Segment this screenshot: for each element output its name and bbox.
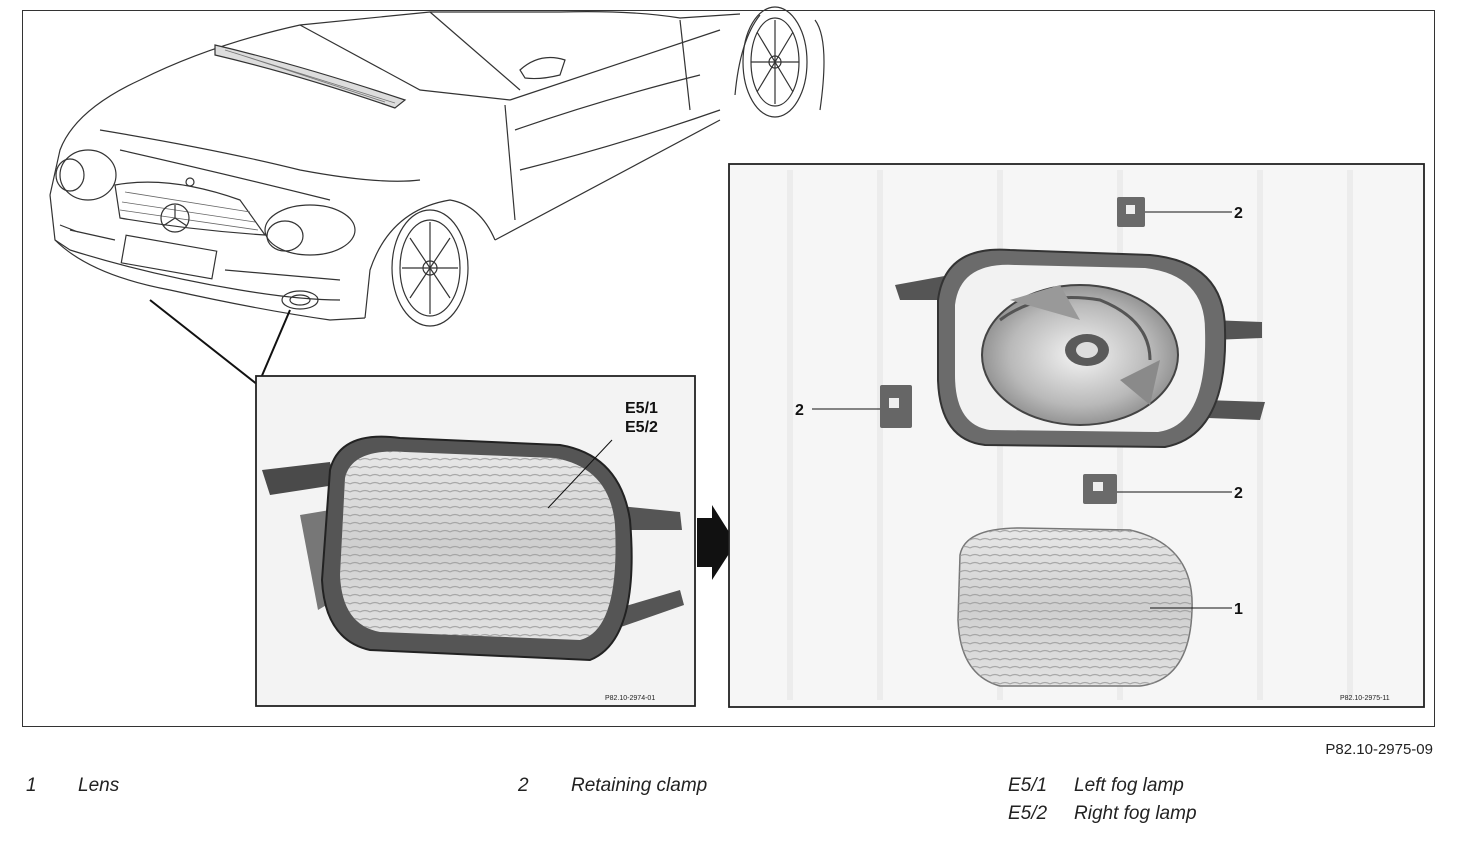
callout-lens: 1 (1234, 601, 1243, 618)
callout-clamp-left: 2 (795, 402, 804, 419)
legend-text: Right fog lamp (1074, 803, 1197, 824)
drawing-number: P82.10-2975-09 (1325, 741, 1433, 758)
callout-clamp-middle: 2 (1234, 485, 1243, 502)
left-inset-photo: E5/1 E5/2 P82.10-2974-01 (255, 375, 696, 707)
legend-key: E5/1 (1008, 775, 1048, 796)
retaining-clamp (1083, 474, 1117, 504)
callout-clamp-top: 2 (1234, 205, 1243, 222)
right-photo-code: P82.10-2975-11 (1340, 695, 1390, 702)
retaining-clamp (880, 385, 912, 428)
left-photo-code: P82.10-2974-01 (605, 695, 655, 702)
legend-text: Lens (78, 775, 120, 796)
legend-key: E5/2 (1008, 803, 1048, 824)
car-line-drawing (49, 6, 825, 327)
arrow-right-icon (697, 505, 736, 580)
callout-e5-1: E5/1 (625, 400, 658, 417)
legend-key: 2 (518, 775, 529, 796)
legend-item: E5/2 Right fog lamp (1008, 803, 1197, 825)
legend-item: 1 Lens (26, 775, 119, 797)
lens-component (957, 527, 1193, 687)
legend-item: E5/1 Left fog lamp (1008, 775, 1184, 797)
legend-item: 2 Retaining clamp (518, 775, 707, 797)
legend-text: Retaining clamp (571, 775, 708, 796)
legend-key: 1 (26, 775, 37, 796)
leader-lines (149, 299, 291, 386)
callout-e5-2: E5/2 (625, 419, 658, 436)
fog-lamp-housing (895, 248, 1265, 449)
legend-text: Left fog lamp (1074, 775, 1184, 796)
retaining-clamp (1117, 197, 1145, 227)
right-photo: 2 2 2 1 P82.10-2975-11 (728, 163, 1425, 708)
